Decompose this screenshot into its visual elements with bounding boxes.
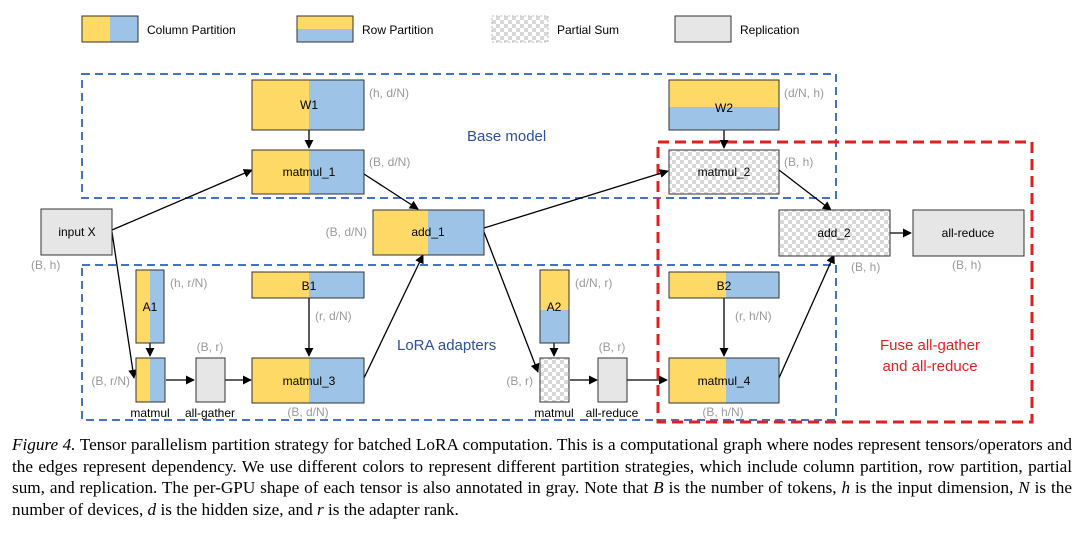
caption-text-5: is the hidden size, and	[156, 499, 317, 519]
node-b1-shape: (r, d/N)	[315, 309, 352, 323]
caption-var-r: r	[317, 499, 324, 519]
node-w1-shape: (h, d/N)	[369, 86, 409, 100]
node-matmul-3-label: matmul_3	[283, 374, 336, 388]
node-matmul-small2-shape: (B, r)	[506, 374, 533, 388]
node-matmul-3-shape: (B, d/N)	[287, 405, 328, 419]
fuse-label-line1: Fuse all-gather	[880, 337, 980, 354]
node-matmul-small	[135, 357, 166, 403]
node-matmul-2: matmul_2	[668, 149, 780, 195]
node-b1: B1	[251, 271, 365, 299]
node-matmul-1-label: matmul_1	[283, 165, 336, 179]
legend-column-partition-label: Column Partition	[147, 23, 236, 37]
caption-text-3: is the input dimension,	[850, 478, 1019, 498]
node-all-reduce-shape: (B, h)	[952, 258, 981, 272]
figure-caption: Figure 4. Tensor parallelism partition s…	[12, 434, 1072, 520]
node-a1: A1	[135, 269, 165, 344]
base-model-label: Base model	[467, 128, 546, 145]
edge-input-matmul1	[111, 169, 253, 231]
caption-text-6: is the adapter rank.	[323, 499, 459, 519]
node-matmul-small-label: matmul	[130, 406, 169, 420]
node-matmul-small-shape: (B, r/N)	[91, 374, 130, 388]
node-b2-shape: (r, h/N)	[735, 309, 772, 323]
node-a1-label: A1	[143, 300, 158, 314]
node-a2: A2	[539, 269, 570, 344]
node-add-2-label: add_2	[817, 226, 851, 240]
caption-var-h: h	[841, 478, 851, 498]
node-matmul-4-shape: (B, h/N)	[702, 405, 743, 419]
base-model-region	[81, 73, 837, 199]
node-matmul-4: matmul_4	[668, 357, 780, 404]
edges	[111, 130, 912, 385]
node-a2-label: A2	[547, 300, 562, 314]
fuse-label-line2: and all-reduce	[882, 358, 977, 375]
caption-var-n: N	[1018, 478, 1030, 498]
legend-row-partition: Row Partition	[296, 15, 433, 43]
node-matmul-small2-label: matmul	[534, 406, 573, 420]
node-b2: B2	[668, 271, 780, 299]
caption-text-4: is the number of devices,	[12, 478, 1073, 519]
node-a2-shape: (d/N, r)	[575, 276, 612, 290]
figure-label: Figure 4.	[12, 435, 76, 454]
node-add-1: add_1	[372, 209, 485, 256]
node-w2-shape: (d/N, h)	[784, 86, 824, 100]
edge-add1-matmul2	[483, 169, 669, 229]
node-all-reduce-small	[597, 357, 628, 403]
node-add-1-shape: (B, d/N)	[326, 225, 367, 239]
node-w2-label: W2	[715, 101, 733, 115]
edge-matmul3-add1	[363, 254, 424, 379]
node-add-2: add_2	[778, 209, 891, 257]
legend: Column Partition Row Partition Partial S…	[81, 15, 799, 43]
node-all-gather	[195, 357, 226, 403]
node-w2: W2	[668, 79, 780, 131]
node-add-1-label: add_1	[411, 225, 445, 239]
caption-var-b: B	[653, 478, 664, 498]
legend-row-partition-label: Row Partition	[362, 23, 433, 37]
node-a1-shape: (h, r/N)	[170, 276, 207, 290]
edge-matmul4-add2	[778, 254, 835, 379]
node-matmul-2-label: matmul_2	[698, 165, 751, 179]
caption-text-1: Tensor parallelism partition strategy fo…	[12, 435, 1073, 498]
caption-text-2: is the number of tokens,	[663, 478, 842, 498]
edge-add1-matmulsmall2	[483, 231, 540, 373]
legend-partial-sum-label: Partial Sum	[557, 23, 619, 37]
node-input-x-label: input X	[58, 225, 95, 239]
node-matmul-1: matmul_1	[251, 149, 365, 195]
node-all-gather-label: all-gather	[185, 406, 235, 420]
node-b2-label: B2	[717, 279, 732, 293]
node-all-reduce-small-label: all-reduce	[586, 406, 639, 420]
node-input-x-shape: (B, h)	[31, 258, 60, 272]
node-matmul-4-label: matmul_4	[698, 374, 751, 388]
legend-replication: Replication	[674, 15, 799, 43]
fuse-region	[656, 140, 1034, 424]
edge-input-matmul	[111, 231, 138, 379]
node-all-reduce-small-shape: (B, r)	[599, 340, 626, 354]
lora-adapters-region	[81, 264, 837, 421]
node-all-gather-shape: (B, r)	[197, 340, 224, 354]
node-matmul-small2	[539, 357, 570, 403]
legend-partial-sum: Partial Sum	[491, 15, 619, 43]
node-all-reduce: all-reduce	[912, 209, 1025, 257]
lora-adapters-label: LoRA adapters	[397, 337, 496, 354]
node-matmul-1-shape: (B, d/N)	[369, 155, 410, 169]
node-b1-label: B1	[302, 279, 317, 293]
node-matmul-2-shape: (B, h)	[784, 155, 813, 169]
edge-matmul2-add2	[778, 169, 832, 211]
caption-var-d: d	[147, 499, 157, 519]
node-w1: W1	[251, 79, 365, 131]
node-add-2-shape: (B, h)	[851, 260, 880, 274]
node-w1-label: W1	[300, 98, 318, 112]
legend-replication-label: Replication	[740, 23, 799, 37]
node-matmul-3: matmul_3	[251, 357, 365, 404]
node-all-reduce-label: all-reduce	[942, 226, 995, 240]
legend-column-partition: Column Partition	[81, 15, 236, 43]
edge-matmul1-add1	[363, 173, 419, 210]
lora-tensor-parallel-diagram: Column Partition Row Partition Partial S…	[31, 15, 1034, 424]
node-input-x: input X	[40, 208, 113, 256]
